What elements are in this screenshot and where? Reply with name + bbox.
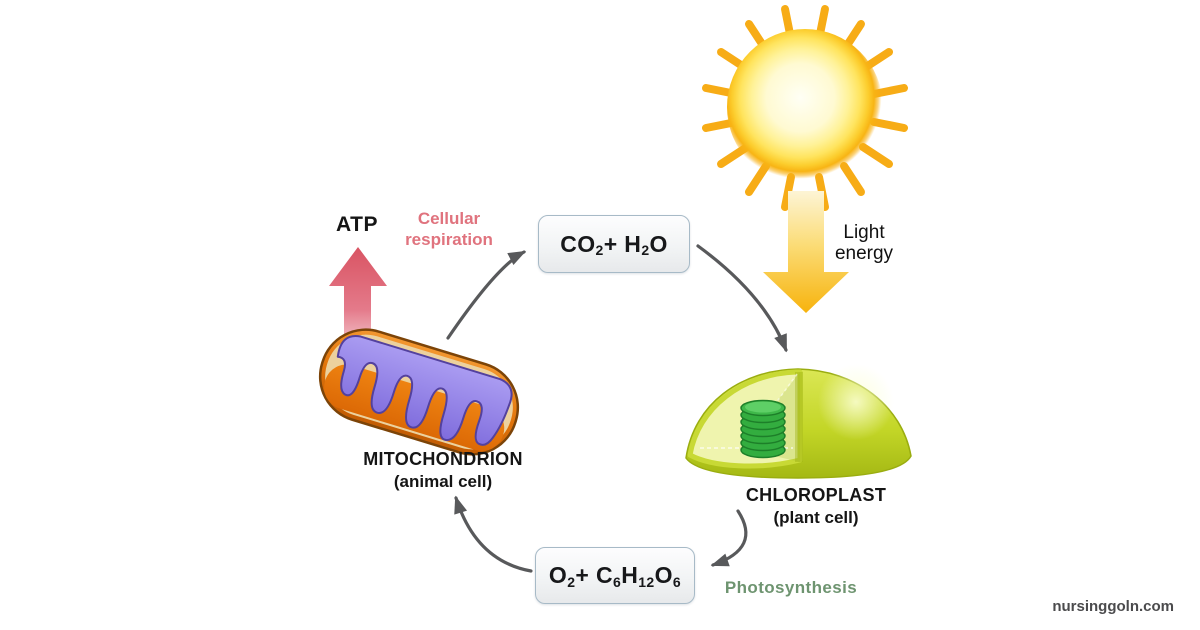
light-energy-label: Light energy: [834, 222, 894, 265]
mitochondrion-name-label: MITOCHONDRION: [363, 449, 523, 469]
arrow-chloroplast-to-o2: [710, 509, 748, 567]
arrow-co2-to-chloroplast: [696, 244, 788, 353]
arrow-mitochondrion-to-co2: [446, 250, 527, 340]
chloroplast-illustration: [685, 364, 912, 479]
cellular-respiration-label: Cellular respiration: [405, 209, 493, 250]
light-energy-down-arrow-icon: [763, 191, 849, 313]
sun-icon: [702, 5, 908, 211]
mitochondrion-cell-type-label: (animal cell): [393, 472, 493, 491]
arrow-o2-to-mitochondrion: [454, 495, 533, 573]
grana-stack-icon: [740, 399, 786, 459]
cycle-arrow-icons: [446, 244, 788, 573]
mitochondrion-illustration: [318, 328, 520, 456]
watermark: nursinggoln.com: [1052, 598, 1174, 615]
photosynthesis-label: Photosynthesis: [724, 578, 858, 597]
atp-label: ATP: [336, 213, 378, 236]
cristae-shape: [336, 334, 513, 446]
chloroplast-name-label: CHLOROPLAST: [745, 485, 887, 505]
chloroplast-cell-type-label: (plant cell): [773, 508, 859, 527]
atp-up-arrow-icon: [329, 247, 387, 384]
